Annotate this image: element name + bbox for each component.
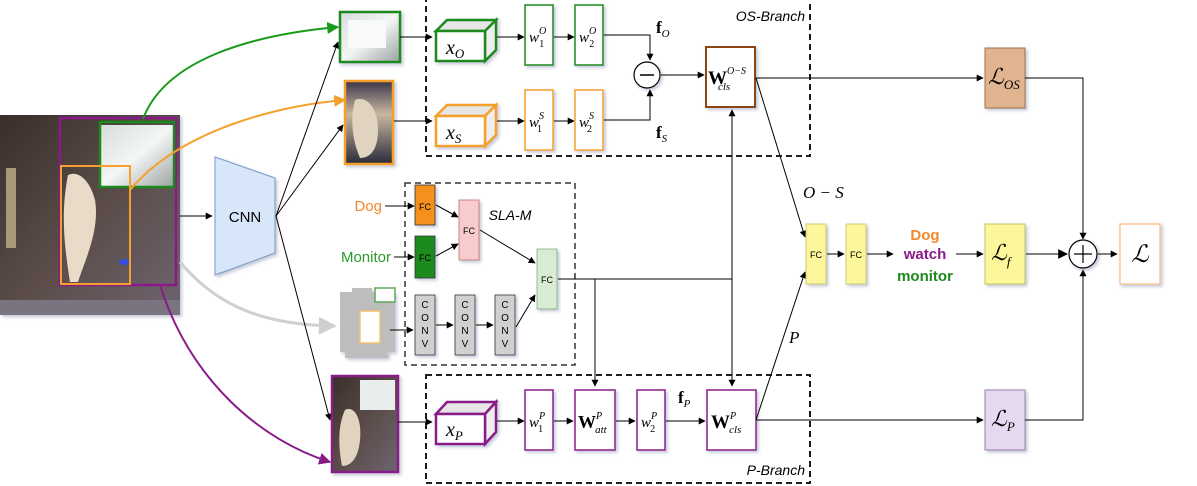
prediction-subject: Dog (910, 227, 939, 244)
sla-module-title: SLA-M (489, 207, 532, 223)
prediction-predicate: watch (903, 246, 947, 263)
object-box (98, 120, 176, 189)
svg-text:FC: FC (419, 253, 431, 263)
prediction-object: monitor (897, 268, 953, 285)
subject-w2-box (574, 89, 604, 151)
cnn-backbone (214, 156, 276, 276)
input-image (0, 115, 180, 315)
fusion-fc-1 (805, 223, 827, 285)
cnn-label: CNN (229, 209, 262, 226)
mask-arrow (178, 261, 337, 335)
union-feature-cube (433, 398, 499, 448)
object-feature-label: xO (445, 37, 465, 61)
f-p-label: fP (678, 388, 691, 410)
p-branch-box (425, 374, 811, 484)
subject-feature-label: xS (445, 122, 462, 146)
monitor-fc-box (414, 235, 436, 279)
subject-crop-arrow (129, 94, 347, 191)
p-fusion-label: P (788, 328, 799, 347)
monitor-input-label: Monitor (341, 249, 391, 266)
loss-p-box (984, 389, 1026, 451)
svg-text:wS2: wS2 (579, 111, 594, 135)
union-crop-arrow (159, 284, 332, 465)
svg-text:wS1: wS1 (529, 111, 544, 135)
loss-f-box (984, 223, 1026, 285)
loss-os-box (984, 47, 1026, 109)
svg-text:FC: FC (541, 275, 553, 285)
total-loss-label: ℒ (1131, 242, 1149, 268)
object-w2-box (574, 4, 604, 66)
object-feature-cube (432, 16, 500, 65)
subject-box (60, 165, 131, 285)
svg-text:FC: FC (810, 250, 822, 260)
p-w1-box (524, 389, 554, 451)
object-crop-arrow (142, 22, 340, 120)
svg-text:FC: FC (463, 226, 475, 236)
word-fusion-fc-box (458, 199, 480, 261)
loss-p-label: ℒP (991, 406, 1015, 434)
f-object-label: fO (656, 18, 670, 40)
f-subject-label: fS (656, 123, 668, 145)
sla-module-box (404, 182, 576, 366)
svg-text:FC: FC (850, 250, 862, 260)
dog-input-label: Dog (354, 198, 382, 215)
svg-text:FC: FC (419, 202, 431, 212)
os-fusion-label: O − S (803, 183, 844, 202)
loss-f-label: ℒf (991, 240, 1013, 269)
os-branch-title: OS-Branch (736, 8, 805, 24)
subject-crop (343, 79, 395, 166)
p-branch-title: P-Branch (747, 462, 806, 478)
attention-fc-box (536, 248, 558, 310)
p-w2-box (636, 389, 666, 451)
os-branch-box (425, 0, 811, 157)
subject-feature-cube (432, 101, 500, 150)
svg-text:wO2: wO2 (579, 26, 596, 50)
svg-text:wP2: wP2 (641, 411, 657, 435)
total-loss-box (1119, 223, 1161, 285)
dog-fc-box (414, 184, 436, 226)
union-feature-label: xP (445, 419, 463, 443)
svg-text:wP1: wP1 (529, 411, 545, 435)
p-attention-box (574, 389, 616, 451)
p-classifier-box (706, 389, 757, 451)
mask-image (340, 287, 396, 358)
loss-os-label: ℒOS (988, 64, 1020, 92)
os-classifier-box (705, 46, 756, 108)
union-crop (330, 374, 400, 474)
object-crop (338, 10, 402, 64)
object-w1-box (524, 4, 554, 66)
fusion-fc-2 (845, 223, 867, 285)
subject-w1-box (524, 89, 554, 151)
svg-text:wO1: wO1 (529, 26, 546, 50)
